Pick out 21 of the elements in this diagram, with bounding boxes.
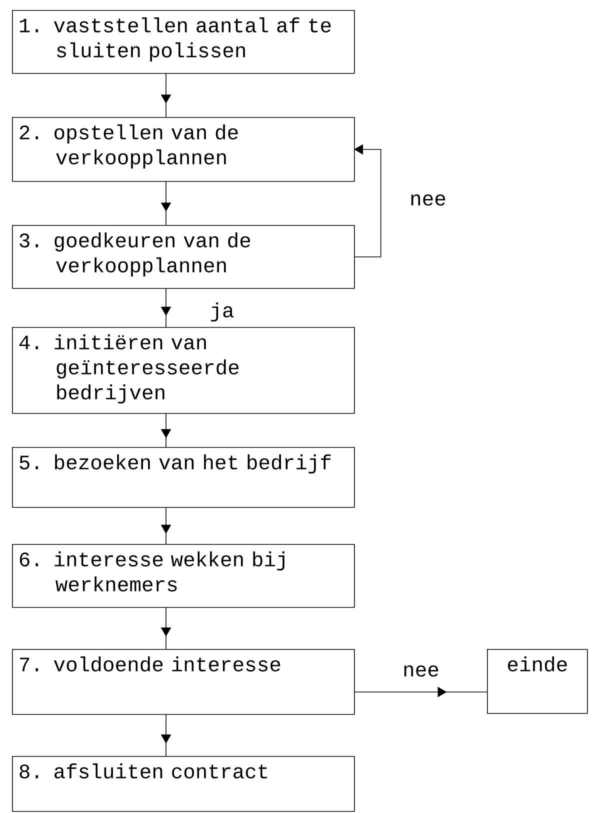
process-box: einde [487,649,588,714]
process-box: 7. voldoende interesse [12,649,355,715]
edge-label: nee [400,663,442,679]
edge-label: ja [208,300,236,324]
arrow [160,607,172,650]
process-box: 6. interesse wekken bij werknemers [12,544,355,608]
arrow [160,181,172,226]
process-box: 1. vaststellen aantal af te sluiten polissen [12,10,355,74]
arrow [160,507,172,544]
process-box: 2. opstellen van de verkoopplannen [12,117,355,182]
arrow [354,144,382,258]
edge-label: nee [408,192,448,208]
arrow [354,686,488,698]
arrow [160,714,172,756]
process-box: 8. afsluiten contract [12,756,355,812]
process-box: 3. goedkeuren van de verkoopplannen [12,225,355,289]
arrow [160,288,172,328]
arrow [160,73,172,118]
process-box: 5. bezoeken van het bedrijf [12,447,355,508]
arrow [160,413,172,448]
process-box: 4. initiëren van geïnteresseerde bedrijven [12,327,355,414]
